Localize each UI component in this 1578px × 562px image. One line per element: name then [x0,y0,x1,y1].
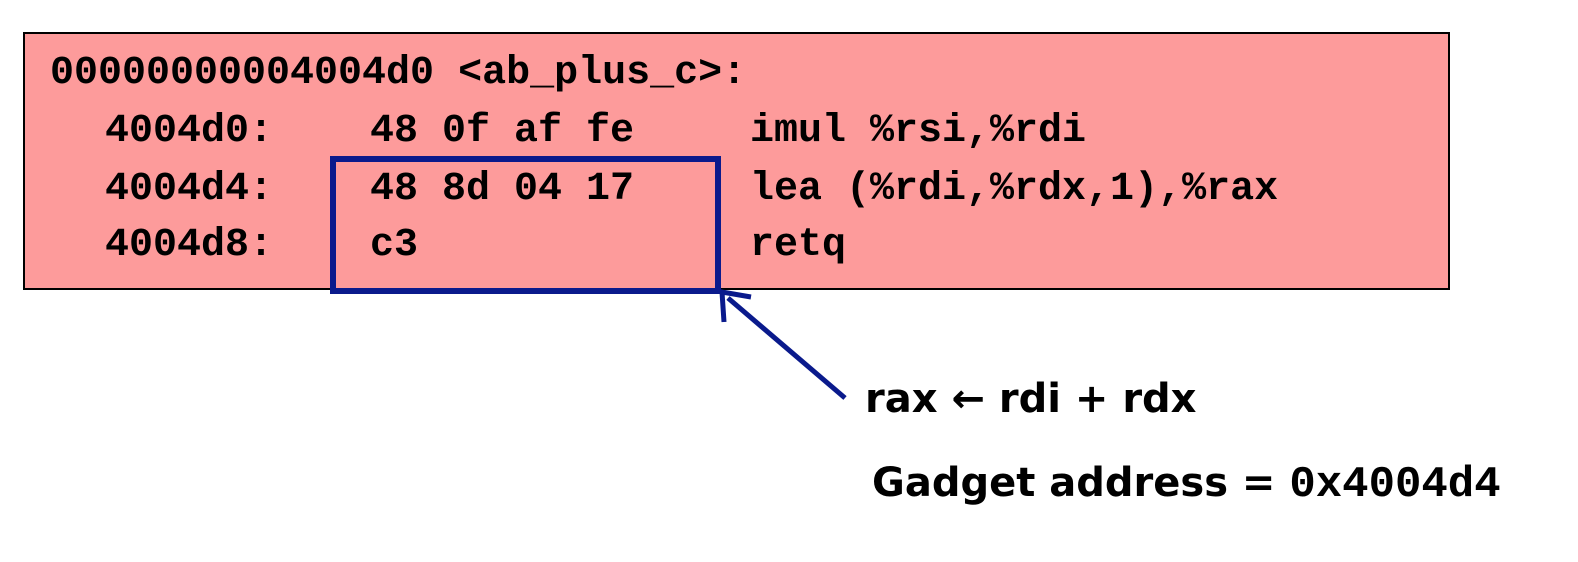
asm-bytes: 48 8d 04 17 [370,167,635,212]
asm-instruction: lea (%rdi,%rdx,1),%rax [750,167,1279,212]
gadget-address-label: Gadget address = [872,460,1290,506]
asm-instruction: retq [750,223,847,268]
asm-address: 4004d8: [105,223,274,268]
asm-line: 4004d8: c3 retq [25,222,846,462]
asm-address: 4004d0: [105,109,274,154]
asm-instruction: imul %rsi,%rdi [750,109,1087,154]
gadget-address-caption: Gadget address = 0x4004d4 [872,460,1501,510]
asm-bytes: 48 0f af fe [370,109,635,154]
function-header: 00000000004004d0 <ab_plus_c>: [50,51,747,96]
gadget-address-value: 0x4004d4 [1289,460,1501,510]
asm-line: 4004d0: 48 0f af fe imul %rsi,%rdi [25,108,1086,348]
asm-bytes: c3 [370,223,419,268]
operation-caption: rax ← rdi + rdx [865,376,1197,422]
asm-address: 4004d4: [105,167,274,212]
disassembly-box: 00000000004004d0 <ab_plus_c>: 4004d0: 48… [23,32,1450,290]
pointer-arrow-line [726,296,847,400]
pointer-arrowhead [719,288,752,323]
